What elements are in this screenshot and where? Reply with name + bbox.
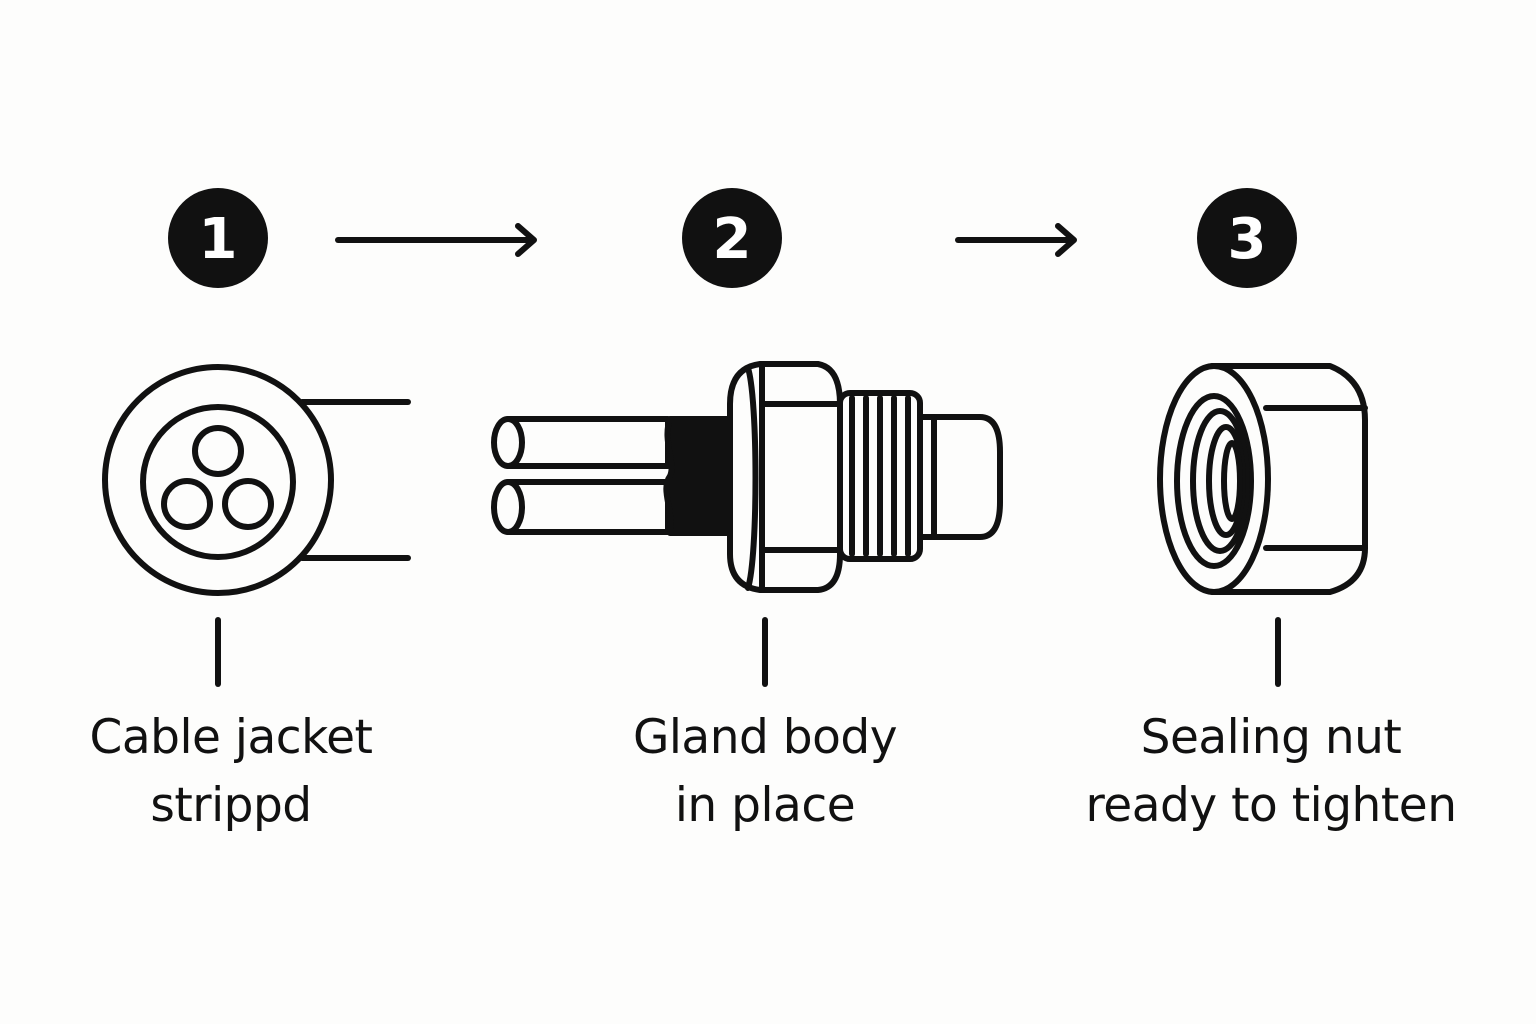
stripped-cable-illustration [102, 364, 411, 596]
step-number-3: 3 [1228, 207, 1267, 272]
step-caption-3: Sealing nut ready to tighten [1051, 704, 1491, 840]
step-number-2: 2 [713, 207, 752, 272]
arrow-2-to-3 [955, 223, 1077, 257]
caption-line: in place [674, 778, 856, 833]
arrow-1-to-2 [335, 223, 537, 257]
caption-line: Cable jacket [89, 710, 373, 765]
caption-line: ready to tighten [1085, 778, 1457, 833]
step-number-1: 1 [199, 207, 238, 272]
step-badge-1: 1 [168, 188, 268, 288]
caption-line: strippd [150, 778, 312, 833]
gland-body-illustration [491, 361, 1003, 593]
caption-line: Gland body [632, 710, 898, 765]
step-badge-2: 2 [682, 188, 782, 288]
caption-line: Sealing nut [1140, 710, 1402, 765]
step-caption-1: Cable jacket strippd [11, 704, 451, 840]
step-caption-2: Gland body in place [545, 704, 985, 840]
step-badge-3: 3 [1197, 188, 1297, 288]
sealing-nut-illustration [1157, 363, 1368, 595]
